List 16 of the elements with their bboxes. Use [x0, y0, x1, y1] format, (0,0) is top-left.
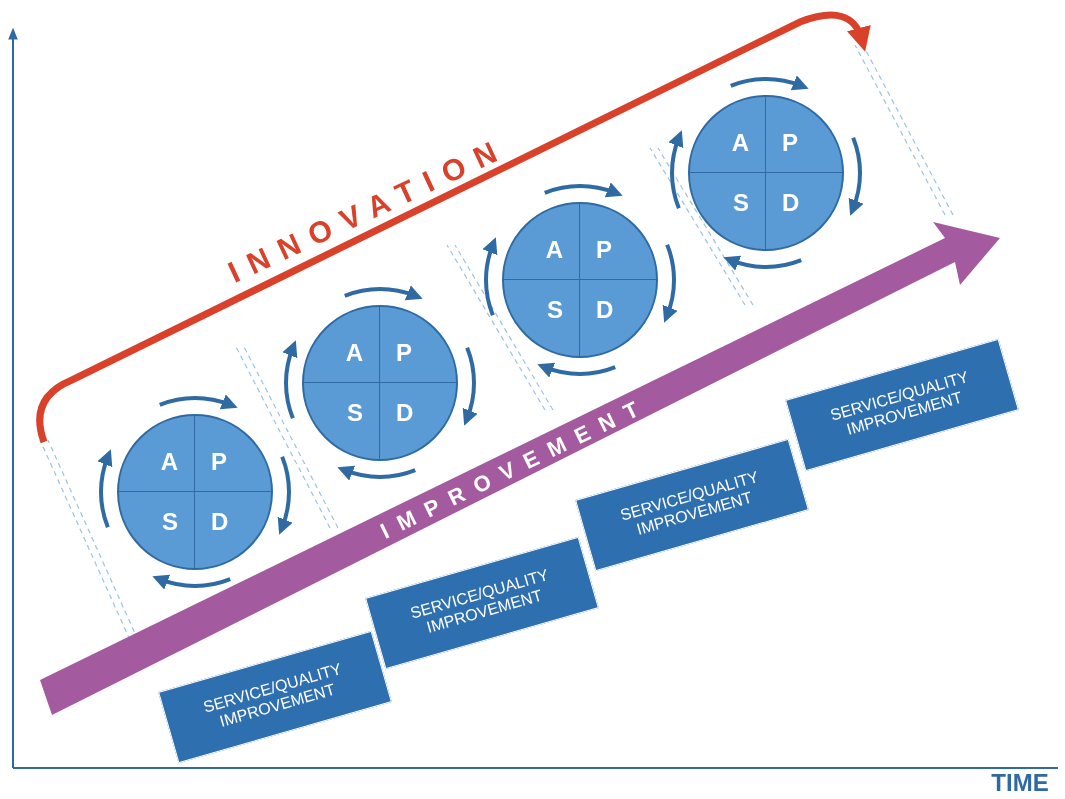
quadrant-letter: S: [162, 508, 178, 536]
quadrant-letter: D: [596, 296, 614, 324]
quadrant-letter: A: [345, 338, 363, 367]
quadrant-letter: A: [545, 235, 563, 264]
quadrant-letter: P: [782, 128, 798, 157]
quadrant-letter: D: [211, 508, 229, 536]
quadrant-letter: P: [596, 235, 612, 264]
quadrant-letter: A: [731, 128, 749, 157]
quadrant-letter: S: [347, 399, 363, 427]
quadrant-letter: D: [782, 189, 800, 217]
quadrant-letter: P: [211, 447, 227, 476]
quadrant-letter: S: [547, 296, 563, 324]
quadrant-letter: A: [160, 447, 178, 476]
quadrant-letter: P: [396, 338, 412, 367]
quadrant-letter: S: [733, 189, 749, 217]
axis-band-label: TIME: [991, 769, 1049, 797]
